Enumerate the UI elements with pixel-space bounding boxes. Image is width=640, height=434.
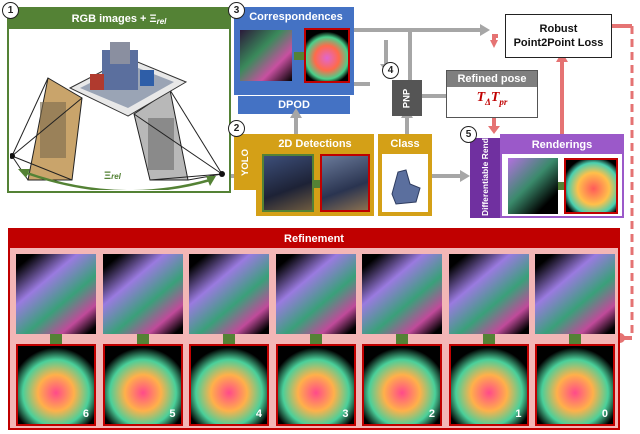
- refinement-link: [482, 334, 495, 344]
- correspondences-title: Correspondences: [249, 11, 343, 23]
- multi-view-setup-illustration: [10, 42, 225, 190]
- refined-pose-formula: TΔTpr: [476, 90, 508, 107]
- refinement-target-4: 4: [189, 344, 269, 426]
- detection-link: [314, 180, 320, 188]
- detection-crop-1: [262, 154, 314, 212]
- baseline-label: Ξrel: [104, 170, 121, 182]
- iteration-label: 5: [169, 408, 176, 420]
- refinement-title: Refinement: [10, 230, 618, 248]
- detections-title: 2D Detections: [278, 138, 352, 150]
- rendering-mask-left: [508, 158, 558, 214]
- refinement-link: [396, 334, 408, 344]
- input-panel-title-sub: rel: [156, 17, 167, 26]
- pnp-block: PNP: [392, 80, 422, 116]
- rendering-link: [558, 182, 564, 190]
- renderer-label: Differentiable Renderer: [480, 122, 490, 216]
- yolo-label: YOLO: [239, 148, 251, 176]
- refined-pose-title: Refined pose: [447, 71, 537, 87]
- pnp-label: PNP: [401, 88, 413, 108]
- refinement-target-1: 1: [448, 344, 529, 426]
- rendering-mask-right: [564, 158, 618, 214]
- renderings-title: Renderings: [502, 136, 622, 154]
- iteration-label: 4: [255, 408, 262, 420]
- refinement-rendering-5: [102, 254, 183, 334]
- correspondence-mask-left: [238, 28, 294, 83]
- refinement-rendering-0: [535, 254, 615, 334]
- step-3-badge: 3: [228, 2, 245, 19]
- iteration-label: 1: [515, 408, 522, 420]
- refinement-rendering-1: [448, 254, 529, 334]
- step-4-badge: 4: [382, 62, 399, 79]
- refinement-target-0: 0: [535, 344, 615, 426]
- iteration-label: 6: [82, 408, 89, 420]
- iteration-label: 0: [601, 408, 608, 420]
- dpod-label: DPOD: [238, 96, 350, 114]
- class-title: Class: [390, 138, 420, 150]
- refinement-rendering-4: [189, 254, 269, 334]
- step-5-badge: 5: [460, 126, 477, 143]
- refinement-rendering-3: [275, 254, 356, 334]
- refinement-link: [309, 334, 322, 344]
- refinement-target-2: 2: [362, 344, 442, 426]
- refinement-link: [569, 334, 581, 344]
- input-panel-title: RGB images + Ξ: [71, 13, 157, 25]
- step-1-badge: 1: [2, 2, 19, 19]
- refinement-link: [136, 334, 149, 344]
- loss-line-1: Robust: [539, 23, 578, 35]
- refinement-rendering-6: [16, 254, 96, 334]
- correspondence-mask-right: [304, 28, 350, 83]
- detection-crop-2: [320, 154, 370, 212]
- iteration-label: 3: [342, 408, 349, 420]
- refinement-target-6: 6: [16, 344, 96, 426]
- class-object-thumbnail: [382, 154, 428, 212]
- refinement-target-5: 5: [102, 344, 183, 426]
- renderer-block: Differentiable Renderer: [470, 122, 500, 218]
- refinement-link: [50, 334, 62, 344]
- correspondence-link: [294, 52, 304, 60]
- refinement-link: [223, 334, 235, 344]
- refinement-target-3: 3: [275, 344, 356, 426]
- iteration-label: 2: [428, 408, 435, 420]
- loss-line-2: Point2Point Loss: [513, 37, 604, 49]
- step-2-badge: 2: [228, 120, 245, 137]
- refinement-rendering-2: [362, 254, 442, 334]
- yolo-block: YOLO: [234, 134, 256, 190]
- loss-box: Robust Point2Point Loss: [505, 14, 612, 58]
